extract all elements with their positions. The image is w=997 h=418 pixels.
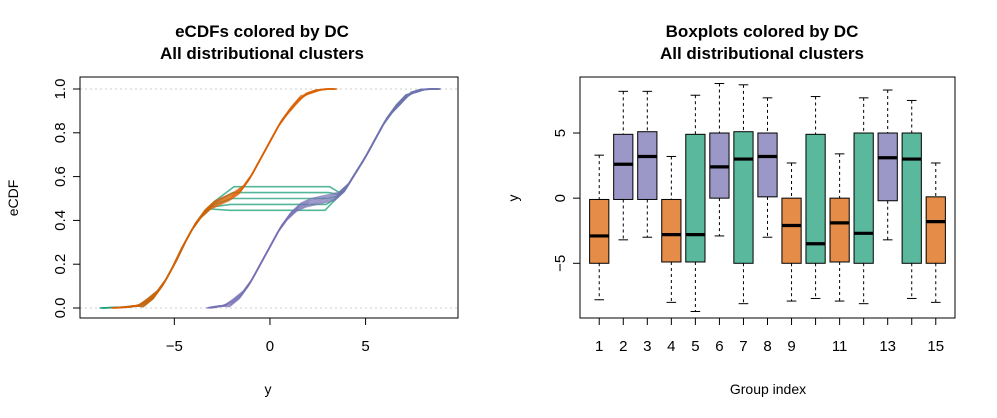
box-group-14 (901, 132, 922, 264)
x-tick-label: 8 (763, 338, 771, 355)
boxplot-subtitle: All distributional clusters (660, 44, 864, 63)
boxplot-title: Boxplots colored by DC (666, 22, 859, 41)
x-tick-label: 3 (643, 338, 651, 355)
x-tick-label: 7 (739, 338, 747, 355)
box-group-1 (589, 198, 610, 264)
boxplot-ylabel: y (505, 195, 521, 202)
box-group-10 (805, 133, 826, 264)
y-tick-label: 0 (552, 194, 569, 202)
x-tick-label: 15 (927, 338, 944, 355)
ecdf-line-green (101, 88, 439, 309)
box-group-12 (853, 132, 874, 264)
box-group-7 (733, 131, 754, 264)
box-group-13 (877, 132, 898, 202)
boxplot-xlabel: Group index (730, 381, 806, 397)
y-tick-label: 1.0 (52, 79, 69, 100)
x-tick-label: 2 (619, 338, 627, 355)
box-group-9 (781, 197, 802, 264)
y-tick-label: 0.2 (52, 254, 69, 275)
ecdf-title: eCDFs colored by DC (175, 22, 349, 41)
x-tick-label: −5 (166, 338, 183, 355)
x-tick-label: 1 (595, 338, 603, 355)
y-tick-label: −5 (552, 255, 569, 272)
y-tick-label: 0.0 (52, 298, 69, 319)
y-tick-label: 0.4 (52, 210, 69, 231)
ecdf-plot-area: −5 0 5 0.0 0.2 0.4 0.6 0.8 1.0 (52, 76, 459, 355)
ecdf-subtitle: All distributional clusters (160, 44, 364, 63)
box-group-5 (685, 133, 706, 263)
box-group-2 (613, 133, 634, 200)
ecdf-line-orange (115, 88, 338, 309)
x-tick-label: 5 (361, 338, 369, 355)
y-tick-label: 0.6 (52, 166, 69, 187)
box-group-8 (757, 132, 778, 198)
ecdf-ylabel: eCDF (5, 180, 21, 217)
ecdf-line-orange (113, 88, 335, 309)
x-tick-label: 5 (691, 338, 699, 355)
ecdf-plot-frame (79, 76, 459, 319)
ecdf-line-orange (114, 88, 337, 309)
y-tick-label: 0.8 (52, 122, 69, 143)
x-tick-label: 13 (879, 338, 896, 355)
box-group-3 (637, 131, 658, 200)
ecdf-line-purple (210, 88, 441, 309)
box-group-11 (829, 197, 850, 263)
x-tick-label: 4 (667, 338, 675, 355)
x-tick-label: 0 (266, 338, 274, 355)
y-tick-label: 5 (552, 129, 569, 137)
x-tick-label: 9 (787, 338, 795, 355)
box-group-15 (925, 196, 946, 264)
box-group-4 (661, 198, 682, 263)
x-tick-label: 11 (832, 338, 848, 355)
ecdf-xlabel: y (265, 381, 272, 397)
x-tick-label: 6 (715, 338, 723, 355)
